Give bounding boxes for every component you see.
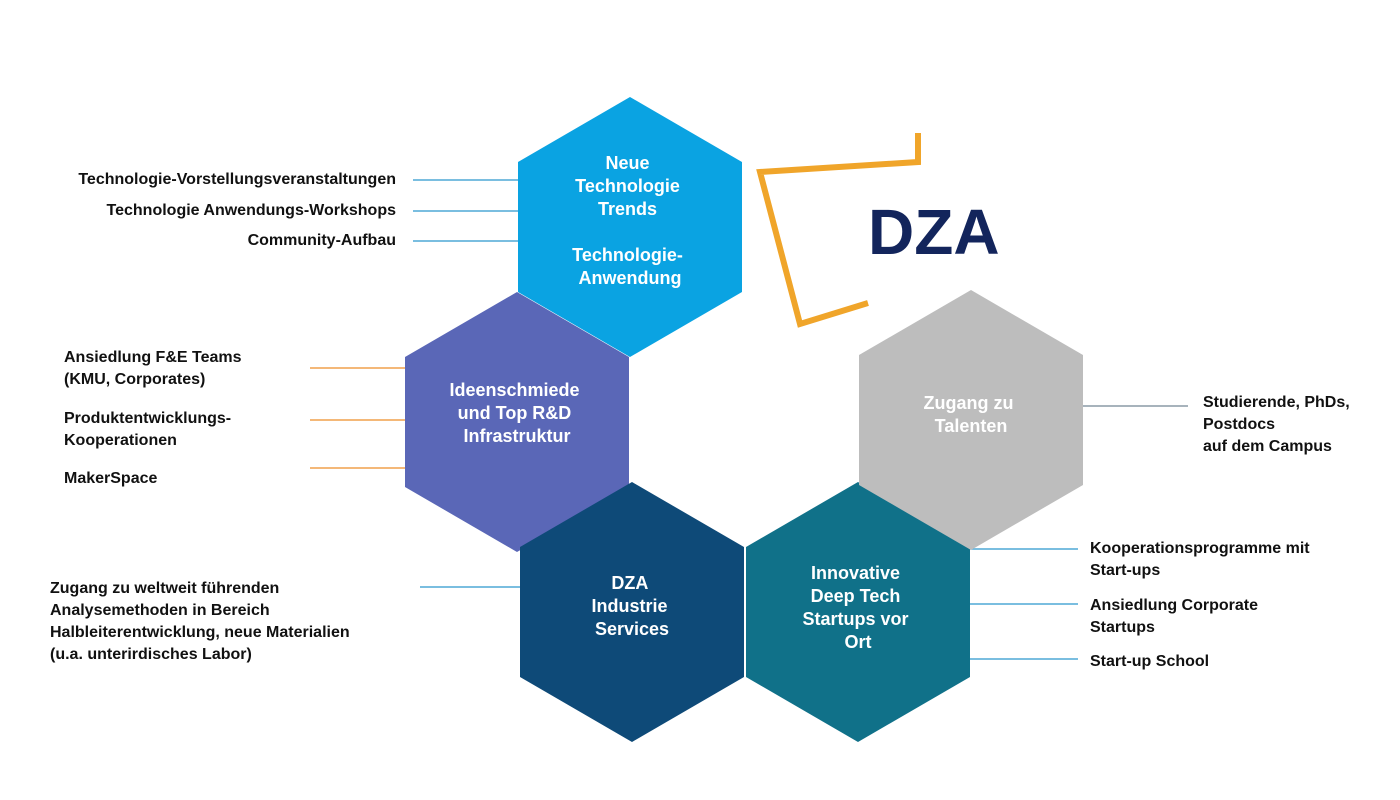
label-community: Community-Aufbau: [247, 232, 396, 249]
label-tech-workshops: Technologie Anwendungs-Workshops: [106, 202, 396, 219]
logo-text: DZA: [868, 196, 1000, 268]
hexagon-startups: Innovative Deep Tech Startups vor Ort: [746, 482, 970, 742]
hexagon-startups-label: Innovative Deep Tech Startups vor Ort: [802, 563, 913, 652]
hexagon-talente: Zugang zu Talenten: [859, 290, 1083, 550]
label-analyse: Zugang zu weltweit führenden Analysemeth…: [50, 580, 350, 663]
label-ansiedlung-fe: Ansiedlung F&E Teams (KMU, Corporates): [64, 349, 242, 388]
label-studierende: Studierende, PhDs, Postdocs auf dem Camp…: [1203, 394, 1350, 455]
hexagon-trends-label: Neue Technologie Trends Technologie- Anw…: [572, 153, 688, 288]
label-makerspace: MakerSpace: [64, 470, 158, 487]
hexagon-services-label: DZA Industrie Services: [591, 573, 672, 639]
hexagon-talente-label: Zugang zu Talenten: [924, 393, 1019, 436]
logo-bracket-shape: [756, 133, 921, 328]
hexagon-services: DZA Industrie Services: [520, 482, 744, 742]
label-tech-events: Technologie-Vorstellungsveranstaltungen: [78, 171, 396, 188]
hexagon-ideen-label: Ideenschmiede und Top R&D Infrastruktur: [449, 380, 584, 446]
connector-lines: [310, 179, 1188, 660]
label-koop: Kooperationsprogramme mit Start-ups: [1090, 540, 1310, 579]
hexagon-trends: Neue Technologie Trends Technologie- Anw…: [518, 97, 742, 357]
label-school: Start-up School: [1090, 653, 1210, 670]
hexagon-ideen: Ideenschmiede und Top R&D Infrastruktur: [405, 292, 629, 552]
label-ansiedlung-corp: Ansiedlung Corporate Startups: [1090, 597, 1259, 636]
label-produkt: Produktentwicklungs- Kooperationen: [64, 410, 232, 449]
